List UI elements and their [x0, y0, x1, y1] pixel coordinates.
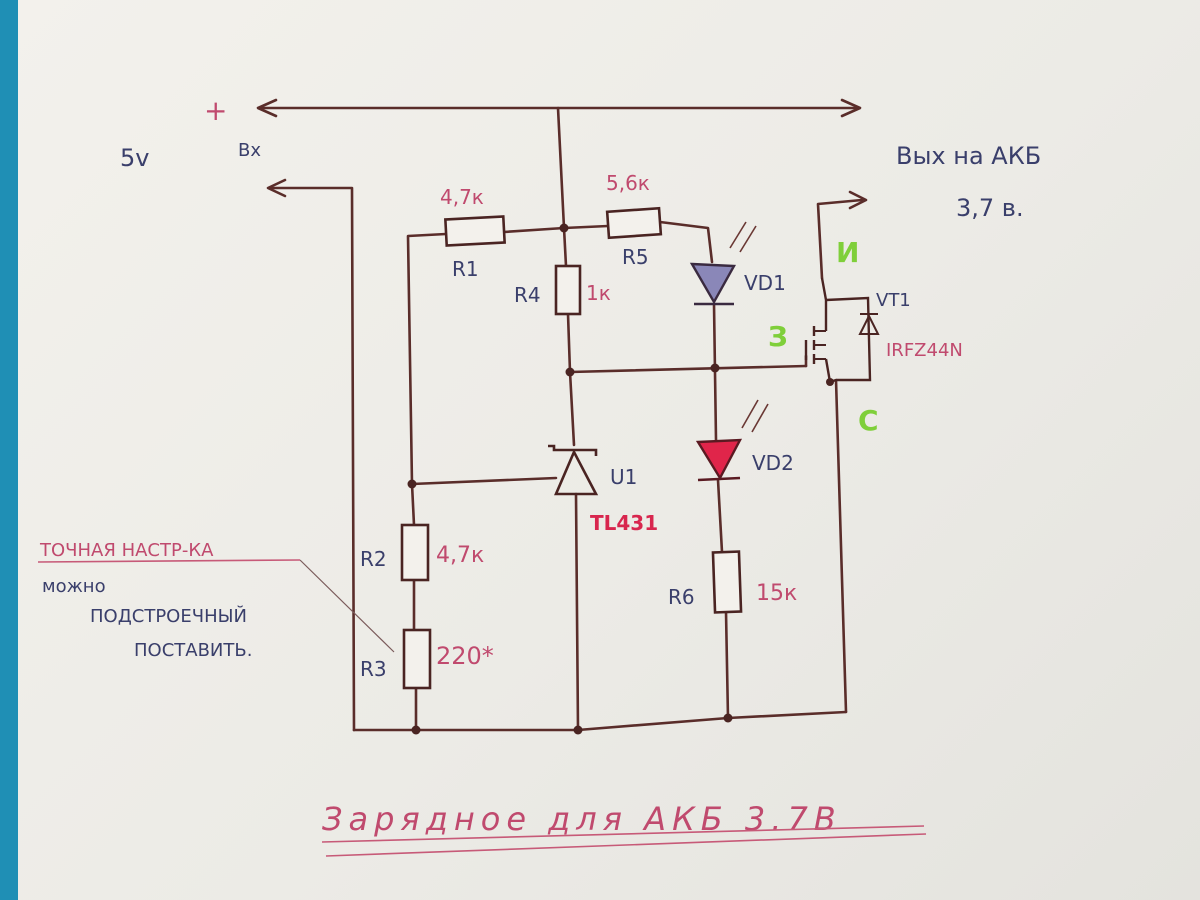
positive-sign: +: [204, 94, 227, 127]
reference-wire: [410, 476, 558, 486]
output-label: Вых на АКБ: [896, 142, 1041, 170]
junction-dot: [565, 367, 575, 377]
vd1-label: VD1: [744, 271, 786, 295]
vt1-label: VT1: [876, 290, 911, 311]
wires: [256, 98, 868, 732]
ground-rail: [352, 710, 848, 732]
input-ground-arrow: [266, 178, 287, 198]
r1-left-wire: [406, 232, 448, 486]
r1-label: R1: [452, 257, 479, 281]
junction-dot: [411, 725, 421, 735]
output-arrow: [848, 190, 868, 210]
junction-dot: [573, 725, 583, 735]
r2-label: R2: [360, 547, 387, 571]
r3-value: 220*: [436, 642, 494, 670]
u1-label: U1: [610, 465, 637, 489]
r4-label: R4: [514, 283, 541, 307]
rail-left-arrow: [256, 98, 278, 118]
vd2-light-ray: [741, 399, 759, 429]
r5-value: 5,6к: [606, 171, 650, 195]
led-vd2: [695, 399, 769, 482]
r2-value: 4,7к: [436, 543, 484, 568]
source-terminal-label: С: [858, 404, 879, 437]
note-underline: [37, 559, 301, 563]
rail-drop-wire: [556, 106, 566, 230]
r4-top-wire: [562, 226, 568, 268]
shunt-regulator-u1: [548, 444, 599, 496]
r1-right-wire: [502, 226, 566, 234]
junction-dot: [826, 378, 834, 386]
u1-cathode-wire: [568, 370, 576, 447]
page-title: Зарядное для АКБ 3.7В: [322, 800, 842, 838]
mosfet-vt1: [804, 277, 880, 384]
note-line-4: ПОСТАВИТЬ.: [134, 640, 252, 661]
r1-value: 4,7к: [440, 185, 484, 209]
r5-right-wire: [658, 220, 714, 264]
resistor-r6: [711, 550, 743, 614]
r6-value: 15к: [756, 581, 797, 606]
tuning-note: ТОЧНАЯ НАСТР-КА можно ПОДСТРОЕЧНЫЙ ПОСТА…: [37, 540, 301, 661]
r2-top-wire: [410, 482, 416, 527]
junction-dot: [559, 223, 569, 233]
vd2-light-ray: [751, 403, 769, 433]
junction-dot: [723, 713, 733, 723]
r5-label: R5: [622, 245, 649, 269]
resistor-r3: [402, 628, 432, 690]
source-wire: [834, 378, 848, 714]
title-underline-2: [325, 833, 927, 857]
led-vd1: [689, 221, 757, 306]
u1-anode-wire: [574, 492, 580, 732]
r4-bottom-wire: [566, 312, 572, 374]
gate-wire: [568, 364, 808, 374]
vd2-label: VD2: [752, 451, 794, 475]
r3-label: R3: [360, 657, 387, 681]
resistor-r4: [554, 264, 582, 316]
rail-right-arrow: [840, 98, 862, 118]
u1-part-number: TL431: [590, 511, 658, 535]
r6-label: R6: [668, 585, 695, 609]
junction-dot: [407, 479, 417, 489]
note-line-2: можно: [42, 576, 106, 597]
r4-value: 1к: [586, 281, 611, 305]
output-voltage-label: 3,7 в.: [956, 194, 1024, 222]
note-line-3: ПОДСТРОЕЧНЫЙ: [90, 605, 247, 627]
page-title-group: Зарядное для АКБ 3.7В: [321, 800, 927, 857]
junction-dot: [710, 363, 720, 373]
voltage-in-label: 5v: [120, 144, 149, 172]
r6-bottom-wire: [724, 610, 730, 720]
resistor-r5: [605, 206, 663, 240]
resistor-r1: [443, 215, 507, 247]
drain-terminal-label: И: [836, 236, 859, 269]
ground-return-wire: [268, 186, 356, 732]
paper-sheet: [18, 0, 1200, 900]
note-line-1: ТОЧНАЯ НАСТР-КА: [39, 540, 214, 561]
gate-terminal-label: З: [768, 320, 788, 353]
vd1-light-ray: [739, 225, 757, 253]
title-underline: [321, 825, 925, 843]
output-wire: [816, 198, 864, 280]
vd2-r6-wire: [716, 478, 724, 554]
vd1-light-ray: [729, 221, 747, 249]
resistor-r2: [400, 523, 430, 582]
note-leader-line: [299, 559, 395, 653]
vt1-part-number: IRFZ44N: [886, 340, 963, 361]
r5-left-wire: [562, 224, 610, 230]
input-label: Вх: [238, 140, 261, 161]
